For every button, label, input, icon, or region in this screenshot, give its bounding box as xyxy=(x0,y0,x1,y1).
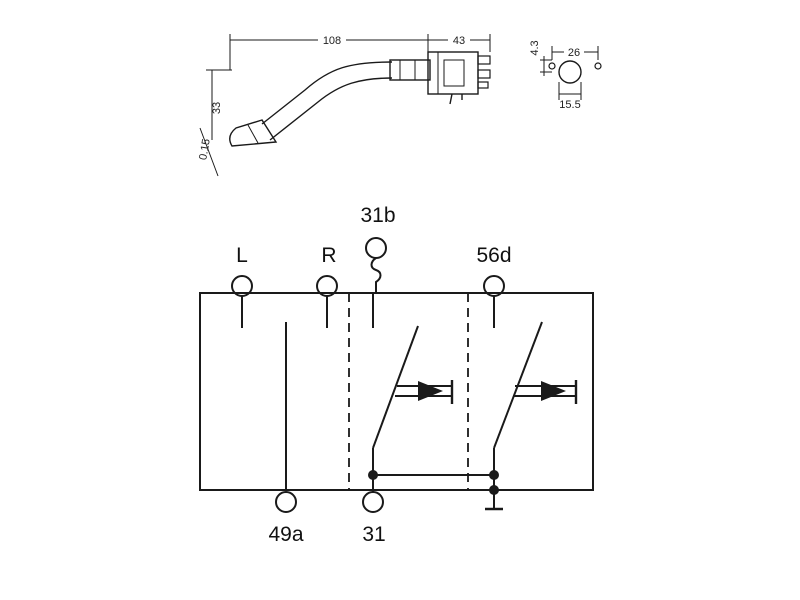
junction-dot xyxy=(489,470,499,480)
dim-mask xyxy=(318,34,346,46)
terminal-r-label: R xyxy=(321,244,336,267)
dim-mask xyxy=(564,46,584,58)
mounting-hole-small xyxy=(594,62,602,70)
lever-arm-bottom xyxy=(269,77,393,141)
dim-spacing: 26 xyxy=(568,47,580,59)
schematic: L 49a R 31b 56d xyxy=(199,204,594,546)
connector-pin xyxy=(477,69,491,79)
lever-knob xyxy=(229,119,278,147)
switch-housing xyxy=(199,292,594,491)
connector-pin xyxy=(477,55,491,65)
switch-blade-1 xyxy=(372,325,419,449)
actuator-2-arrow-icon xyxy=(541,381,566,401)
terminal-31-pin xyxy=(362,491,384,513)
terminal-49a-label: 49a xyxy=(268,523,303,546)
dim-mask xyxy=(448,34,470,46)
connector-pin xyxy=(477,81,489,89)
mounting-pattern: 26 4.3 15.5 xyxy=(529,40,602,111)
dim-length: 108 xyxy=(323,35,341,47)
switch-body xyxy=(427,51,479,95)
mounting-hole-center xyxy=(558,60,582,84)
actuator-1-arrow-icon xyxy=(418,381,443,401)
terminal-31b-label: 31b xyxy=(360,204,395,227)
terminal-31b-pin xyxy=(365,237,387,259)
terminal-l-label: L xyxy=(236,244,248,267)
junction-dot xyxy=(489,485,499,495)
dim-head-width: 43 xyxy=(453,35,465,47)
dim-line-angle xyxy=(199,127,219,177)
lever-arm-top xyxy=(261,61,393,125)
dim-angle: 0.15 xyxy=(197,138,213,161)
switch-side-view: 108 43 33 0.15 xyxy=(197,34,491,177)
mounting-hole-small xyxy=(548,62,556,70)
terminal-31-label: 31 xyxy=(362,523,385,546)
terminal-49a-pin xyxy=(275,491,297,513)
dim-hole: 15.5 xyxy=(559,99,580,111)
dim-offset: 4.3 xyxy=(529,40,541,55)
terminal-31b-wire xyxy=(370,257,382,293)
body-inner xyxy=(443,59,465,87)
collar xyxy=(389,59,431,81)
dim-height: 33 xyxy=(211,102,223,114)
terminal-56d-label: 56d xyxy=(476,244,511,267)
knob-ring xyxy=(247,124,259,144)
mount-tab xyxy=(449,93,453,105)
